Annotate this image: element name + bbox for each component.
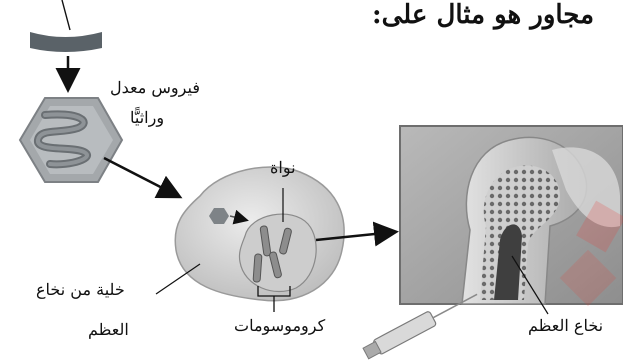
nucleus-shape [239,214,316,291]
chromosome [253,254,262,282]
label-modified-virus-line2: وراثيًّا [130,110,164,126]
header-partial-text: مجاور هو مثال على: [372,2,594,28]
arrow-virus-to-cell [104,158,178,196]
label-nucleus: نواة [270,160,296,176]
cell-icon [175,167,344,301]
virus-icon [20,98,122,182]
label-chromosomes: كروموسومات [234,318,325,334]
label-bone-marrow: نخاع العظم [528,318,603,334]
label-bone-marrow-cell-line1: خلية من نخاع [36,282,125,298]
label-bone-marrow-cell-line2: العظم [88,322,129,338]
pointer-line-top [62,0,70,30]
dna-strand-icon [30,32,102,52]
label-modified-virus-line1: فيروس معدل [110,80,200,96]
